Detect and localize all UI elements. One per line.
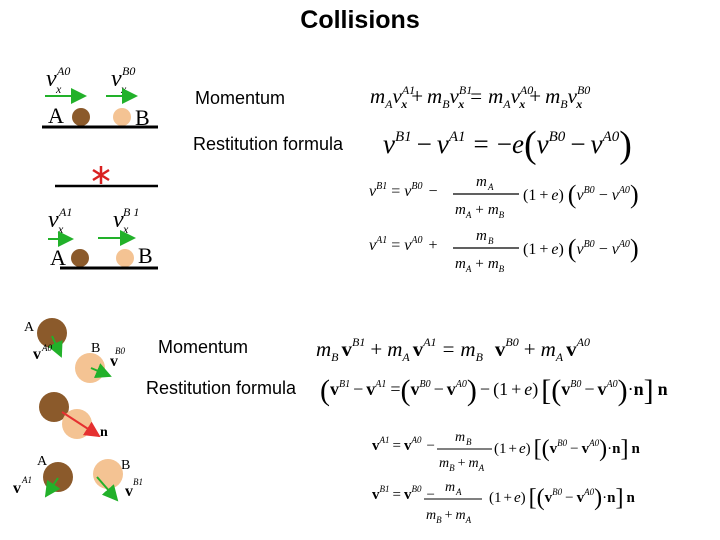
svg-text:A1: A1 [21, 475, 32, 485]
solution-vb1-2d: vB1=vB0− m A mB+mA (1+e)[(vB0−vA0)·n]n [372, 480, 635, 525]
svg-text:A0: A0 [41, 343, 52, 353]
svg-text:x: x [122, 222, 129, 236]
ball-b [116, 249, 134, 267]
asterisk-icon [92, 166, 110, 184]
ball-b-label: B [135, 105, 150, 130]
svg-text:(1+e)(vB0−vA0): (1+e)(vB0−vA0) [523, 234, 639, 263]
svg-text:m: m [476, 174, 487, 190]
svg-text:vA1=vA0−: vA1=vA0− [372, 435, 435, 454]
velocity-arrow-a0 [47, 335, 63, 358]
svg-text:A: A [455, 487, 462, 497]
svg-text:vB1=vB0−: vB1=vB0− [369, 181, 438, 200]
svg-text:v: v [13, 480, 21, 497]
restitution-equation-2d: (vB1−vA1=(vB0−vA0)−(1+e)[(vB0−vA0)·n]n [320, 374, 668, 407]
svg-text:m: m [455, 430, 465, 445]
svg-text:vB1=vB0−: vB1=vB0− [372, 484, 435, 503]
svg-text:v: v [33, 346, 41, 363]
svg-text:A: A [24, 320, 35, 335]
solution-va1-2d: vA1=vA0− m B mB+mA (1+e)[(vB0−vA0)·n]n [372, 430, 640, 473]
vel-label-b0: v [111, 66, 122, 92]
svg-text:mA+mB: mA+mB [455, 202, 505, 220]
ball-b [62, 409, 92, 439]
svg-text:B: B [91, 341, 100, 356]
ball-a-label: A [48, 103, 64, 128]
vel-label-b1: v [113, 207, 124, 233]
momentum-label-1d: Momentum [195, 88, 286, 108]
svg-text:x: x [120, 82, 127, 96]
solution-vb1-1d: vB1=vB0− m A mA+mB (1+e)(vB0−vA0) [369, 174, 639, 220]
normal-arrow [61, 411, 101, 438]
svg-text:m: m [476, 228, 487, 244]
velocity-arrow-b1 [96, 476, 119, 502]
velocity-arrow-b0 [90, 363, 112, 378]
solution-va1-1d: vA1=vA0+ m B mA+mB (1+e)(vB0−vA0) [369, 228, 639, 274]
svg-text:(1+e)[(vB0−vA0)·n]n: (1+e)[(vB0−vA0)·n]n [489, 485, 635, 511]
contact-normal-2d: n [39, 392, 108, 440]
restitution-equation-1d: vB1−vA1=−e(vB0−vA0) [383, 124, 632, 166]
svg-text:x: x [57, 222, 64, 236]
page-title: Collisions [300, 6, 420, 34]
svg-text:x: x [55, 82, 62, 96]
svg-text:B: B [488, 236, 494, 246]
ball-a [71, 249, 89, 267]
svg-text:(1+e)(vB0−vA0): (1+e)(vB0−vA0) [523, 180, 639, 209]
svg-text:B: B [466, 437, 472, 447]
ball-a-label: A [50, 245, 66, 270]
after-collision-1d: v A1 x v B 1 x A B [48, 205, 158, 270]
svg-text:mB+mA: mB+mA [439, 456, 485, 473]
svg-text:B 1: B 1 [123, 205, 139, 219]
ball-a [39, 392, 69, 422]
ball-a [43, 462, 73, 492]
ball-b [113, 108, 131, 126]
after-collision-2d: A v A1 B v B1 [13, 454, 143, 502]
svg-text:v: v [110, 353, 118, 370]
svg-text:B0: B0 [122, 64, 135, 78]
svg-text:m: m [445, 480, 455, 495]
svg-text:(1+e)[(vB0−vA0)·n]n: (1+e)[(vB0−vA0)·n]n [494, 436, 640, 462]
vel-label-a1: v [48, 207, 59, 233]
svg-text:B1: B1 [133, 477, 143, 487]
ball-b-label: B [138, 243, 153, 268]
restitution-label-1d: Restitution formula [193, 134, 344, 154]
svg-text:mB+mA: mB+mA [426, 508, 472, 525]
ball-b [93, 459, 123, 489]
svg-text:A: A [487, 182, 494, 192]
svg-text:B: B [121, 458, 130, 473]
svg-text:A: A [37, 454, 48, 469]
svg-text:A0: A0 [56, 64, 70, 78]
velocity-arrow-a1 [44, 477, 61, 498]
before-collision-2d: A v A0 B v B0 [24, 318, 125, 383]
svg-text:A1: A1 [58, 205, 72, 219]
svg-text:n: n [100, 425, 108, 440]
svg-text:B0: B0 [115, 346, 125, 356]
svg-text:v: v [125, 483, 133, 500]
ball-a [72, 108, 90, 126]
vel-label-a0: v [46, 66, 57, 92]
svg-text:mA+mB: mA+mB [455, 256, 505, 274]
svg-text:vA1=vA0+: vA1=vA0+ [369, 235, 438, 254]
momentum-label-2d: Momentum [158, 337, 249, 357]
before-collision-1d: v A0 x v B0 x A B [42, 64, 158, 130]
restitution-label-2d: Restitution formula [146, 378, 297, 398]
ball-b [75, 353, 105, 383]
